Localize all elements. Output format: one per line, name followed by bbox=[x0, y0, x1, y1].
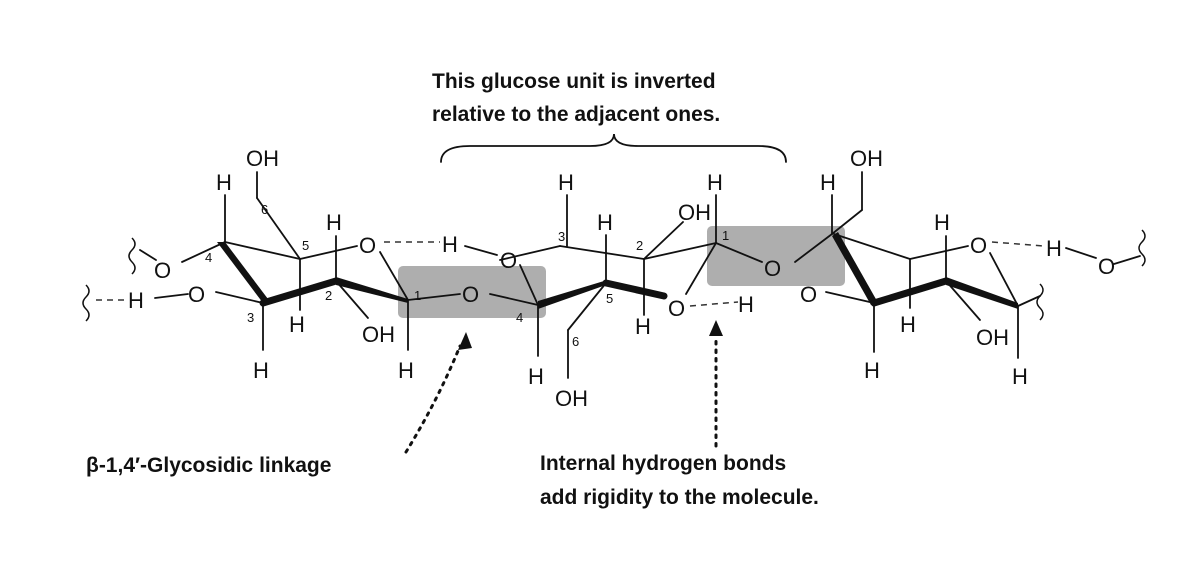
carbon-number: 6 bbox=[572, 334, 579, 349]
atom-label: O bbox=[970, 233, 987, 258]
atom-label: OH bbox=[976, 325, 1009, 350]
atom-label: OH bbox=[678, 200, 711, 225]
carbon-number: 3 bbox=[558, 229, 565, 244]
atom-label: H bbox=[900, 312, 916, 337]
atom-label: H bbox=[326, 210, 342, 235]
atom-label: H bbox=[934, 210, 950, 235]
glycosidic-linkage-highlight-right bbox=[707, 226, 845, 286]
atom-label: O bbox=[764, 256, 781, 281]
carbon-number: 4 bbox=[205, 250, 212, 265]
atom-label: H bbox=[1012, 364, 1028, 389]
hydrogen-bond-arrow-head bbox=[709, 320, 723, 336]
carbon-number: 1 bbox=[414, 288, 421, 303]
atom-label: OH bbox=[246, 146, 279, 171]
atom-label: H bbox=[738, 292, 754, 317]
atom-label: H bbox=[398, 358, 414, 383]
atom-label: H bbox=[864, 358, 880, 383]
carbon-number: 2 bbox=[636, 238, 643, 253]
glucose-ring-left bbox=[82, 171, 461, 351]
atom-label: H bbox=[528, 364, 544, 389]
atom-label: H bbox=[442, 232, 458, 257]
atom-label: O bbox=[500, 248, 517, 273]
atom-label: O bbox=[800, 282, 817, 307]
atom-label: H bbox=[216, 170, 232, 195]
inverted-unit-brace bbox=[440, 133, 787, 163]
glycosidic-arrow-head bbox=[458, 332, 472, 350]
hydrogen-bonds-caption-line1: Internal hydrogen bonds bbox=[540, 452, 786, 475]
atom-label: H bbox=[289, 312, 305, 337]
atom-label: H bbox=[597, 210, 613, 235]
hydrogen-bond-3 bbox=[991, 241, 1045, 247]
glycosidic-linkage-highlight-left bbox=[398, 266, 546, 318]
inverted-unit-caption-line1: This glucose unit is inverted bbox=[432, 70, 716, 93]
atom-label: O bbox=[462, 282, 479, 307]
atom-label: O bbox=[668, 296, 685, 321]
atom-label: O bbox=[359, 233, 376, 258]
carbon-number: 5 bbox=[606, 291, 613, 306]
atom-label: OH bbox=[555, 386, 588, 411]
atom-label: H bbox=[128, 288, 144, 313]
atom-label: H bbox=[1046, 236, 1062, 261]
carbon-number: 1 bbox=[722, 228, 729, 243]
glycosidic-linkage-caption: β-1,4′-Glycosidic linkage bbox=[86, 454, 331, 477]
hydrogen-bond-2 bbox=[689, 301, 739, 307]
atom-label: OH bbox=[362, 322, 395, 347]
carbon-number: 5 bbox=[302, 238, 309, 253]
hydrogen-bonds-caption-line2: add rigidity to the molecule. bbox=[540, 486, 819, 509]
carbon-number: 3 bbox=[247, 310, 254, 325]
glucose-ring-right bbox=[794, 171, 1146, 359]
atom-label: O bbox=[188, 282, 205, 307]
atom-label: H bbox=[707, 170, 723, 195]
atom-label: OH bbox=[850, 146, 883, 171]
glucose-ring-middle bbox=[464, 194, 763, 379]
carbon-number: 6 bbox=[261, 202, 268, 217]
carbon-number: 4 bbox=[516, 310, 523, 325]
atom-label: H bbox=[253, 358, 269, 383]
glycosidic-linkage-arrow bbox=[404, 344, 462, 454]
carbon-number: 2 bbox=[325, 288, 332, 303]
atom-label: H bbox=[558, 170, 574, 195]
inverted-unit-caption-line2: relative to the adjacent ones. bbox=[432, 103, 720, 126]
atom-label: O bbox=[1098, 254, 1115, 279]
atom-label: O bbox=[154, 258, 171, 283]
atom-label: H bbox=[820, 170, 836, 195]
atom-label: H bbox=[635, 314, 651, 339]
